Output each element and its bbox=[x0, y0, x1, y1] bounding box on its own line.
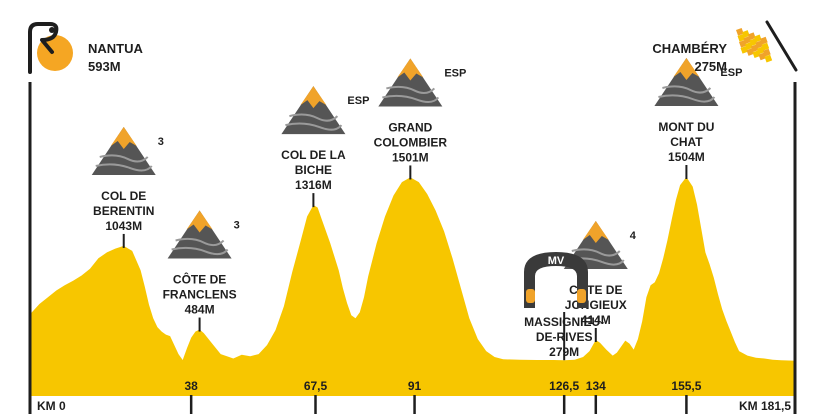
climb-label: COL DE LA bbox=[281, 148, 346, 162]
mountain-body bbox=[167, 210, 232, 259]
flag-square bbox=[760, 36, 768, 45]
flag-square bbox=[736, 27, 744, 36]
climb-label: 1504M bbox=[668, 150, 705, 164]
climb-label: COLOMBIER bbox=[374, 135, 448, 149]
flag-square bbox=[752, 50, 761, 59]
mountain-road bbox=[386, 85, 436, 94]
mountain-body bbox=[91, 126, 156, 175]
logo-letter bbox=[28, 22, 59, 74]
mountain-icon bbox=[378, 58, 443, 107]
climb-label: BICHE bbox=[295, 163, 332, 177]
mountain-peak bbox=[397, 58, 424, 81]
mountain-road bbox=[382, 94, 440, 103]
axis-tick-label: 134 bbox=[586, 379, 606, 393]
flag-square bbox=[758, 52, 767, 61]
mountain-road bbox=[95, 163, 153, 172]
sprint-label: MV bbox=[548, 255, 565, 267]
climb-label: JONGIEUX bbox=[565, 298, 627, 312]
climb-label: 1316M bbox=[295, 178, 332, 192]
climb-category: ESP bbox=[444, 67, 466, 79]
climb-label: 1501M bbox=[392, 150, 429, 164]
mountain-peak bbox=[300, 86, 327, 109]
climb-category: 3 bbox=[158, 136, 164, 148]
place-label: 279M bbox=[549, 345, 579, 359]
climb-label: 484M bbox=[185, 303, 215, 317]
axis-tick-label: 126,5 bbox=[549, 379, 579, 393]
cycling-race-logo bbox=[28, 22, 73, 74]
place-label: DE-RIVES bbox=[536, 330, 593, 344]
intermediate-sprint-arch-icon: MV bbox=[524, 252, 588, 308]
finish-name: CHAMBÉRY bbox=[652, 41, 727, 56]
climb-label: FRANCLENS bbox=[163, 288, 237, 302]
axis-end-label: KM 181,5 bbox=[739, 399, 791, 413]
mountain-road bbox=[99, 154, 149, 163]
flag-square bbox=[764, 54, 773, 63]
start-name: NANTUA bbox=[88, 41, 143, 56]
mountain-icon bbox=[167, 210, 232, 259]
flag-square bbox=[745, 42, 753, 50]
checkered-flag-icon bbox=[736, 20, 798, 72]
mountain-icon bbox=[281, 86, 346, 135]
flag-square bbox=[737, 33, 746, 42]
climb-label: MONT DU bbox=[658, 120, 714, 134]
climb-category: ESP bbox=[347, 95, 369, 107]
climb-label: COL DE bbox=[101, 189, 146, 203]
flag-square bbox=[762, 48, 771, 57]
mountain-road bbox=[285, 122, 343, 131]
climb-label: BERENTIN bbox=[93, 204, 154, 218]
climb-label: 1043M bbox=[105, 219, 142, 233]
climb-label: 414M bbox=[581, 313, 611, 327]
flag-square bbox=[743, 36, 752, 44]
axis-start-label: KM 0 bbox=[37, 399, 66, 413]
mountain-road bbox=[171, 246, 229, 256]
mountain-body bbox=[654, 58, 719, 106]
flag-square bbox=[746, 48, 755, 56]
sprint-arch bbox=[524, 252, 588, 308]
mountain-road bbox=[289, 113, 339, 122]
flag-square bbox=[751, 44, 759, 53]
logo-dot bbox=[49, 27, 55, 33]
mountain-peak bbox=[110, 126, 137, 149]
mountain-road bbox=[662, 85, 712, 94]
flag-square bbox=[742, 30, 750, 38]
climb-category: ESP bbox=[720, 67, 742, 79]
elevation-profile-area bbox=[31, 177, 796, 396]
axis-tick-label: 38 bbox=[184, 379, 198, 393]
climb-label: GRAND bbox=[388, 120, 432, 134]
climb-label: CÔTE DE bbox=[173, 272, 226, 287]
axis-tick-label: 67,5 bbox=[304, 379, 328, 393]
axis-tick-label: 155,5 bbox=[671, 379, 701, 393]
flag-square bbox=[748, 32, 756, 41]
mountain-peak bbox=[673, 58, 700, 80]
flag-square bbox=[761, 42, 770, 51]
mountain-icon bbox=[654, 58, 719, 106]
mountain-body bbox=[281, 86, 346, 135]
mountain-peak bbox=[186, 210, 213, 233]
mountain-peak bbox=[582, 220, 609, 243]
place-label: MASSIGNIEU- bbox=[524, 315, 604, 329]
flag-square bbox=[755, 40, 764, 49]
axis-tick-label: 91 bbox=[408, 379, 422, 393]
sprint-arch-left-foot bbox=[526, 289, 535, 303]
climb-label: CHAT bbox=[670, 135, 703, 149]
flag-square bbox=[749, 38, 758, 47]
mountain-icon bbox=[91, 126, 156, 175]
mountain-body bbox=[378, 58, 443, 107]
finish-altitude: 275M bbox=[694, 59, 727, 74]
mountain-road bbox=[175, 237, 225, 247]
flag-square bbox=[739, 39, 747, 48]
climb-category: 3 bbox=[234, 220, 240, 232]
flag-square bbox=[740, 45, 749, 54]
flag-square bbox=[757, 46, 765, 55]
start-altitude: 593M bbox=[88, 59, 121, 74]
flag-square bbox=[754, 34, 762, 43]
mountain-road bbox=[658, 94, 716, 103]
climb-category: 4 bbox=[630, 230, 637, 242]
sprint-arch-right-foot bbox=[577, 289, 586, 303]
flag-pole bbox=[765, 20, 798, 72]
mountain-road bbox=[571, 248, 621, 257]
